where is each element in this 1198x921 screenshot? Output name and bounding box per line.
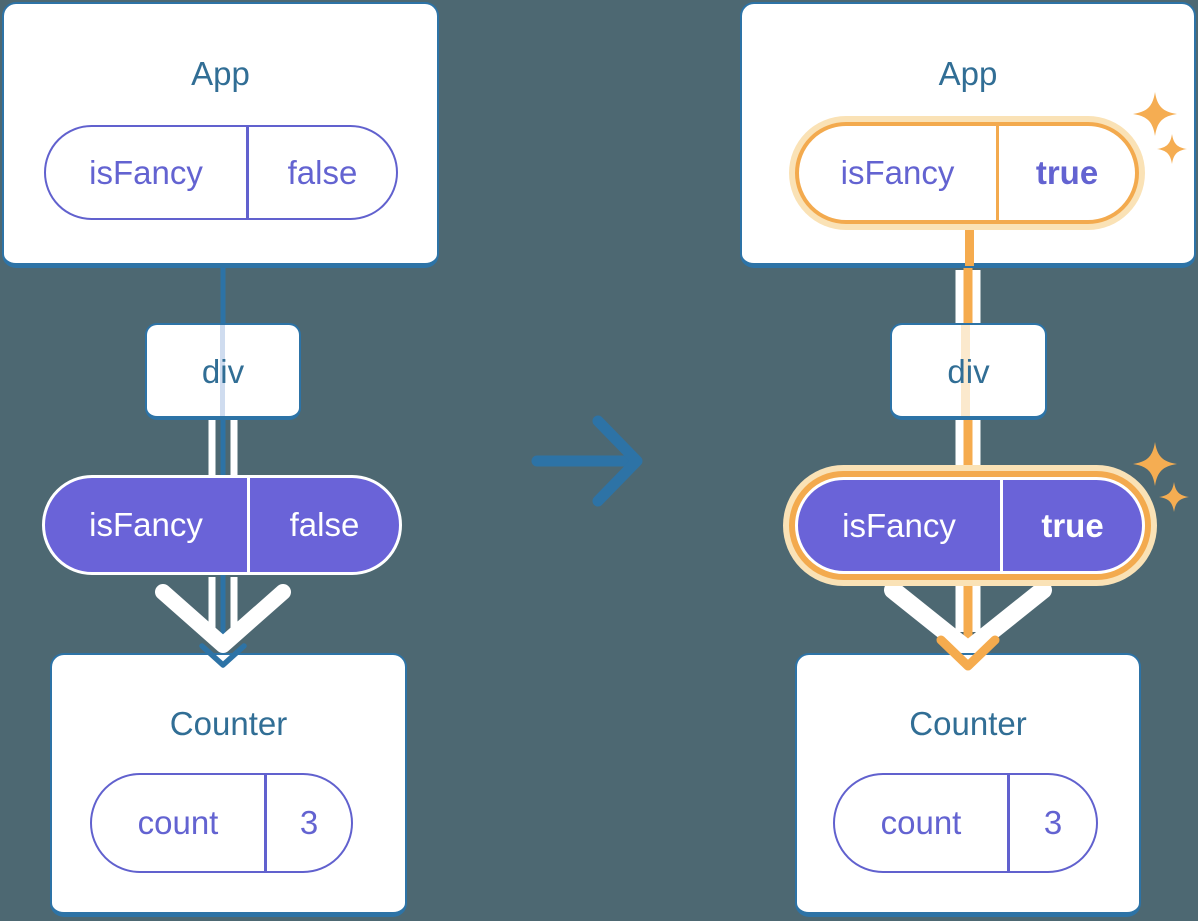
transition-arrow-icon xyxy=(531,415,643,507)
orange-edge-in-app-box xyxy=(965,230,974,266)
state-value: 3 xyxy=(1043,804,1063,841)
faint-edge-line xyxy=(220,325,225,416)
right-counter-title: Counter xyxy=(909,705,1027,742)
pill-divider xyxy=(247,478,250,572)
prop-value: false xyxy=(287,153,358,191)
prop-name: isFancy xyxy=(89,153,203,191)
state-name: count xyxy=(880,804,962,841)
left-counter-title: Counter xyxy=(169,705,288,742)
right-app-prop-pill-highlighted: isFancy true xyxy=(795,122,1139,224)
prop-name: isFancy xyxy=(840,154,955,191)
prop-value: false xyxy=(289,506,360,543)
right-tree-edges xyxy=(884,225,1052,659)
pill-divider xyxy=(246,127,249,218)
left-div-box: div xyxy=(145,323,301,420)
right-prop-pill-highlighted: isFancy true xyxy=(795,477,1145,574)
right-div-box: div xyxy=(890,323,1047,420)
prop-value: true xyxy=(1041,506,1104,544)
prop-name: isFancy xyxy=(842,506,956,544)
prop-name: isFancy xyxy=(89,506,203,543)
pill-divider xyxy=(996,126,999,220)
prop-value: true xyxy=(1035,154,1099,191)
faint-edge-line xyxy=(961,325,970,416)
pill-divider xyxy=(264,775,267,871)
pill-divider xyxy=(1000,480,1003,571)
left-app-title: App xyxy=(191,55,250,92)
state-name: count xyxy=(137,804,219,841)
right-app-title: App xyxy=(938,55,998,92)
state-value: 3 xyxy=(299,804,319,841)
left-app-prop-pill: isFancy false xyxy=(44,125,398,220)
left-prop-pill: isFancy false xyxy=(42,475,402,575)
pill-divider xyxy=(1007,775,1010,871)
left-counter-state-pill: count 3 xyxy=(90,773,353,873)
right-counter-state-pill: count 3 xyxy=(833,773,1098,873)
left-div-title: div xyxy=(201,353,245,390)
right-div-title: div xyxy=(947,353,990,390)
